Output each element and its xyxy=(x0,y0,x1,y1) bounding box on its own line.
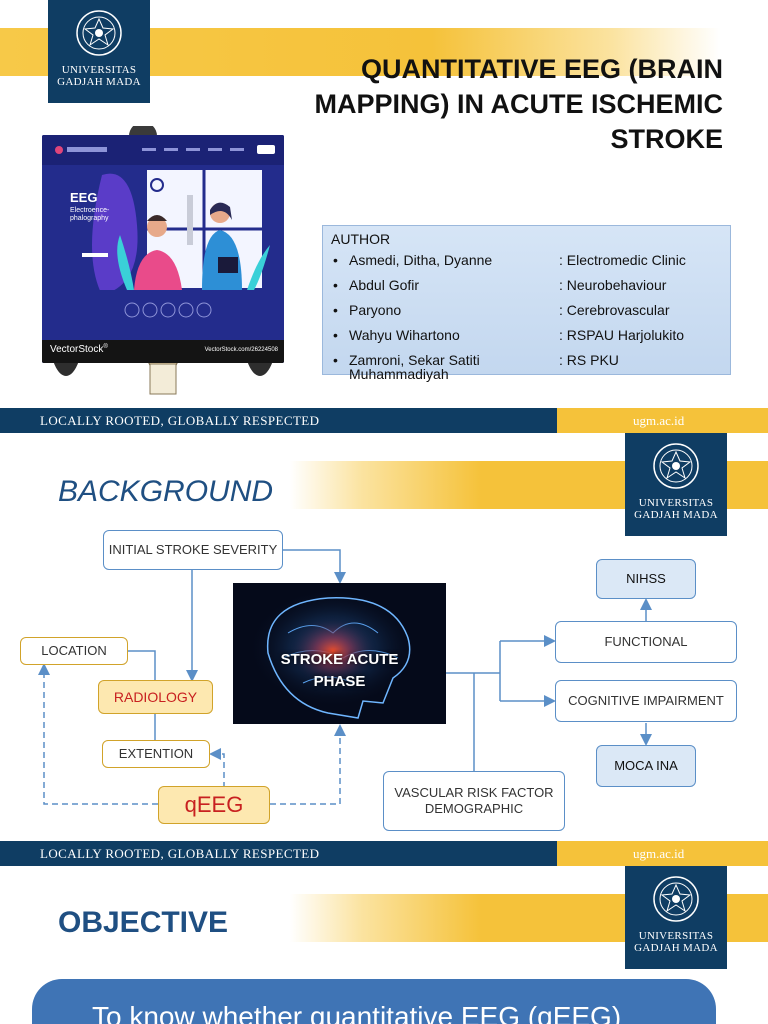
node-extention: EXTENTION xyxy=(102,740,210,768)
slide-objective: UNIVERSITAS GADJAH MADA OBJECTIVE To kno… xyxy=(0,866,768,1024)
ugm-logo-text: UNIVERSITAS GADJAH MADA xyxy=(634,497,718,521)
diagram-connectors xyxy=(38,549,652,805)
ugm-logo: UNIVERSITAS GADJAH MADA xyxy=(625,433,727,536)
ugm-emblem-icon xyxy=(76,10,122,56)
background-title: BACKGROUND xyxy=(58,475,274,508)
node-moca-ina: MOCA INA xyxy=(596,745,696,787)
ugm-logo-text: UNIVERSITAS GADJAH MADA xyxy=(634,930,718,954)
eeg-label: EEG xyxy=(70,190,98,205)
footer-bar: LOCALLY ROOTED, GLOBALLY RESPECTED ugm.a… xyxy=(0,841,768,866)
node-radiology: RADIOLOGY xyxy=(98,680,213,714)
stock-id: VectorStock.com/26224508 xyxy=(204,347,278,353)
author-box: AUTHOR •Asmedi, Ditha, Dyanne : Electrom… xyxy=(322,225,731,382)
presentation-title: QUANTITATIVE EEG (BRAIN MAPPING) IN ACUT… xyxy=(314,54,723,154)
author-row: •Wahyu Wihartono : RSPAU Harjolukito xyxy=(333,327,685,343)
author-row: •Zamroni, Sekar Satiti : RS PKU Muhammad… xyxy=(333,352,619,382)
node-nihss: NIHSS xyxy=(596,559,696,599)
node-location: LOCATION xyxy=(20,637,128,665)
objective-title: OBJECTIVE xyxy=(58,906,229,939)
author-row: •Abdul Gofir : Neurobehaviour xyxy=(333,277,667,293)
node-qeeg: qEEG xyxy=(158,786,270,824)
footer-url[interactable]: ugm.ac.id xyxy=(557,841,768,866)
stroke-acute-phase-label: STROKE ACUTE PHASE xyxy=(280,651,399,690)
node-initial-stroke-severity: INITIAL STROKE SEVERITY xyxy=(103,530,283,570)
node-functional: FUNCTIONAL xyxy=(555,621,737,663)
slide-background: UNIVERSITAS GADJAH MADA BACKGROUND xyxy=(0,433,768,866)
vectorstock-watermark: VectorStock® xyxy=(50,344,108,355)
eeg-illustration: EEG Electroence- phalography VectorStock… xyxy=(42,135,284,363)
footer-tagline: LOCALLY ROOTED, GLOBALLY RESPECTED xyxy=(0,841,557,866)
brain-image: STROKE ACUTE PHASE xyxy=(233,583,446,724)
slide-title: UNIVERSITAS GADJAH MADA QUANTITATIVE EEG… xyxy=(0,0,768,433)
objective-box: To know whether quantitative EEG (qEEG) xyxy=(32,979,716,1024)
author-heading: AUTHOR xyxy=(331,231,391,247)
node-cognitive-impairment: COGNITIVE IMPAIRMENT xyxy=(555,680,737,722)
node-vascular-risk-factor: VASCULAR RISK FACTOR DEMOGRAPHIC xyxy=(383,771,565,831)
ugm-logo: UNIVERSITAS GADJAH MADA xyxy=(625,866,727,969)
footer-url[interactable]: ugm.ac.id xyxy=(557,408,768,433)
ugm-logo: UNIVERSITAS GADJAH MADA xyxy=(48,0,150,103)
ugm-emblem-icon xyxy=(653,876,699,922)
author-row: •Asmedi, Ditha, Dyanne : Electromedic Cl… xyxy=(333,252,686,268)
author-row: •Paryono : Cerebrovascular xyxy=(333,302,670,318)
eeg-sublabel: Electroence- phalography xyxy=(70,207,110,222)
footer-bar: LOCALLY ROOTED, GLOBALLY RESPECTED ugm.a… xyxy=(0,408,768,433)
footer-tagline: LOCALLY ROOTED, GLOBALLY RESPECTED xyxy=(0,408,557,433)
ugm-logo-text: UNIVERSITAS GADJAH MADA xyxy=(57,64,141,88)
objective-text: To know whether quantitative EEG (qEEG) xyxy=(92,1001,622,1024)
ugm-emblem-icon xyxy=(653,443,699,489)
